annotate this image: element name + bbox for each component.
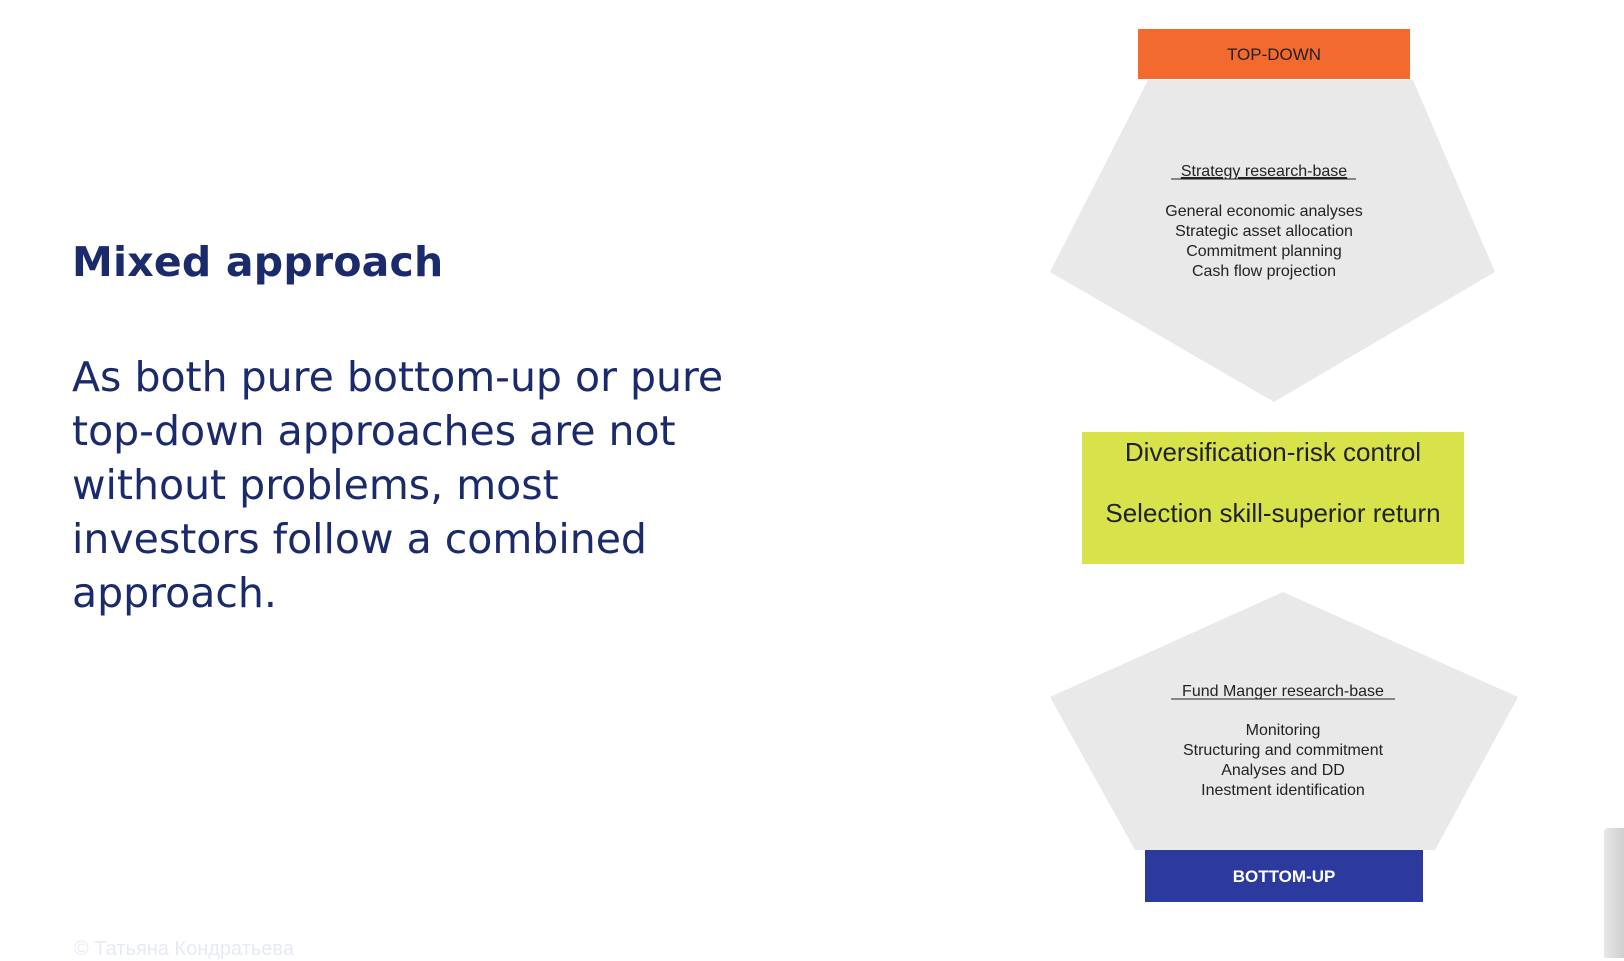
bottom-pentagon-heading: Fund Manger research-base — [1182, 683, 1384, 700]
middle-box-line-1: Diversification-risk control — [1125, 437, 1421, 467]
top-pentagon — [1050, 80, 1495, 402]
top-pentagon-item: General economic analyses — [1165, 203, 1362, 220]
top-down-bar — [1138, 29, 1410, 79]
bottom-pentagon-item: Monitoring — [1246, 722, 1321, 739]
middle-box — [1082, 432, 1464, 564]
top-down-label: TOP-DOWN — [1227, 45, 1321, 64]
watermark: © Татьяна Кондратьева — [74, 938, 294, 960]
middle-box-line-2: Selection skill-superior return — [1105, 498, 1440, 528]
bottom-up-bar — [1145, 850, 1423, 902]
slide-title: Mixed approach — [72, 238, 444, 286]
top-pentagon-item: Commitment planning — [1186, 243, 1342, 260]
top-pentagon-item: Cash flow projection — [1192, 263, 1336, 280]
slide-body-text: As both pure bottom-up or pure top-down … — [72, 353, 724, 617]
bottom-pentagon-item: Structuring and commitment — [1183, 742, 1384, 759]
top-pentagon-item: Strategic asset allocation — [1175, 223, 1353, 240]
bottom-pentagon-item: Inestment identification — [1201, 782, 1365, 799]
bottom-pentagon — [1050, 592, 1518, 850]
top-pentagon-heading: Strategy research-base — [1181, 163, 1347, 180]
bottom-up-label: BOTTOM-UP — [1233, 867, 1336, 886]
bottom-pentagon-item: Analyses and DD — [1221, 762, 1345, 779]
window-edge — [1604, 828, 1624, 958]
